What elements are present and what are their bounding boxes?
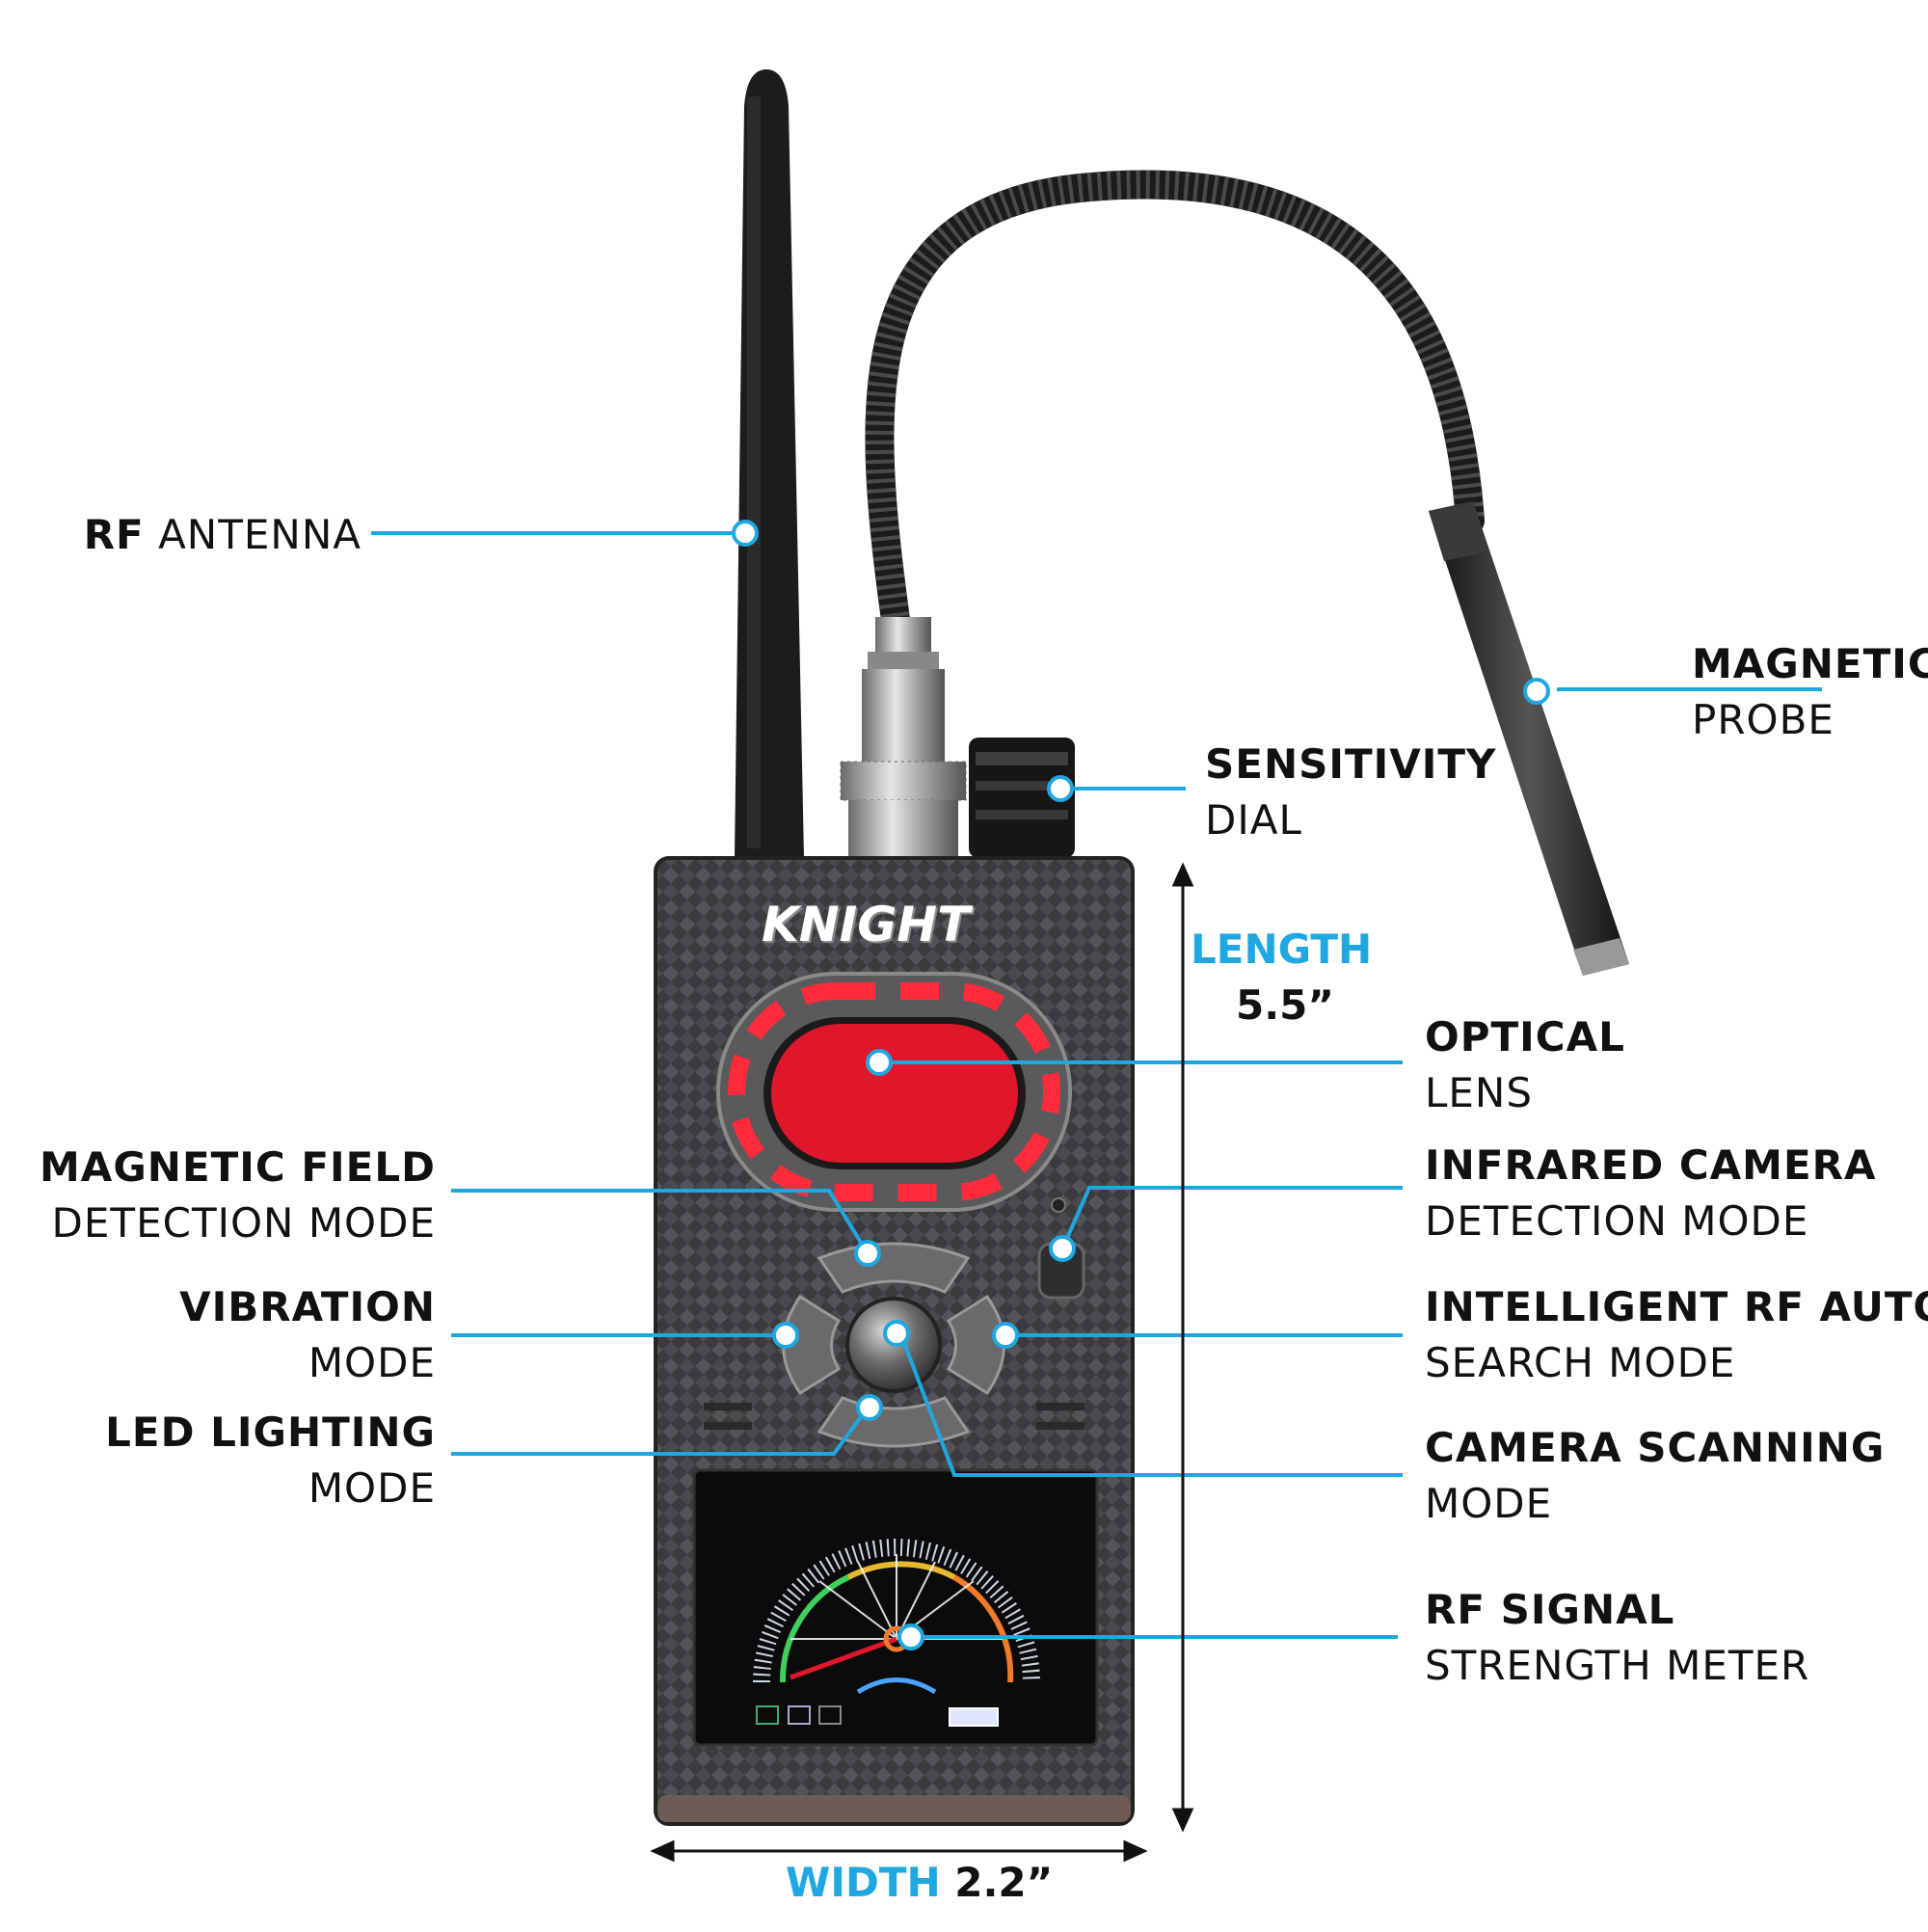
label-vibration: VIBRATION MODE bbox=[179, 1283, 436, 1386]
rf-antenna bbox=[735, 69, 804, 858]
label-rf-signal: RF SIGNAL STRENGTH METER bbox=[1425, 1586, 1810, 1689]
label-led-lighting: LED LIGHTING MODE bbox=[105, 1409, 436, 1512]
rf-signal-meter-screen bbox=[692, 1468, 1099, 1747]
label-camera-scanning: CAMERA SCANNING MODE bbox=[1425, 1424, 1886, 1527]
sensitivity-dial bbox=[969, 738, 1075, 858]
width-dimension: WIDTH 2.2” bbox=[786, 1859, 1053, 1906]
callout-dots bbox=[732, 520, 1550, 1650]
length-label: LENGTH bbox=[1191, 926, 1373, 973]
probe-connector bbox=[840, 617, 967, 858]
brand-logo: KNIGHT bbox=[762, 897, 971, 953]
width-value: 2.2” bbox=[954, 1859, 1054, 1906]
callout-lines bbox=[371, 531, 1822, 1639]
width-label: WIDTH bbox=[786, 1859, 941, 1906]
label-intelligent-rf: INTELLIGENT RF AUTO SEARCH MODE bbox=[1425, 1283, 1928, 1386]
label-rf-antenna: RF ANTENNA bbox=[83, 511, 362, 558]
label-magnetic-field: MAGNETIC FIELD DETECTION MODE bbox=[40, 1143, 436, 1247]
label-sensitivity-dial: SENSITIVITY DIAL bbox=[1205, 740, 1497, 844]
label-optical-lens: OPTICAL LENS bbox=[1425, 1013, 1625, 1116]
dimension-arrows bbox=[650, 862, 1194, 1863]
label-magnetic-probe: MAGNETIC PROBE bbox=[1692, 640, 1928, 743]
optical-lens-assembly bbox=[716, 972, 1072, 1212]
length-value: 5.5” bbox=[1236, 981, 1335, 1029]
label-infrared-camera: INFRARED CAMERA DETECTION MODE bbox=[1425, 1141, 1877, 1245]
magnetic-probe bbox=[1429, 501, 1629, 976]
magnetic-probe-cable bbox=[865, 170, 1485, 641]
